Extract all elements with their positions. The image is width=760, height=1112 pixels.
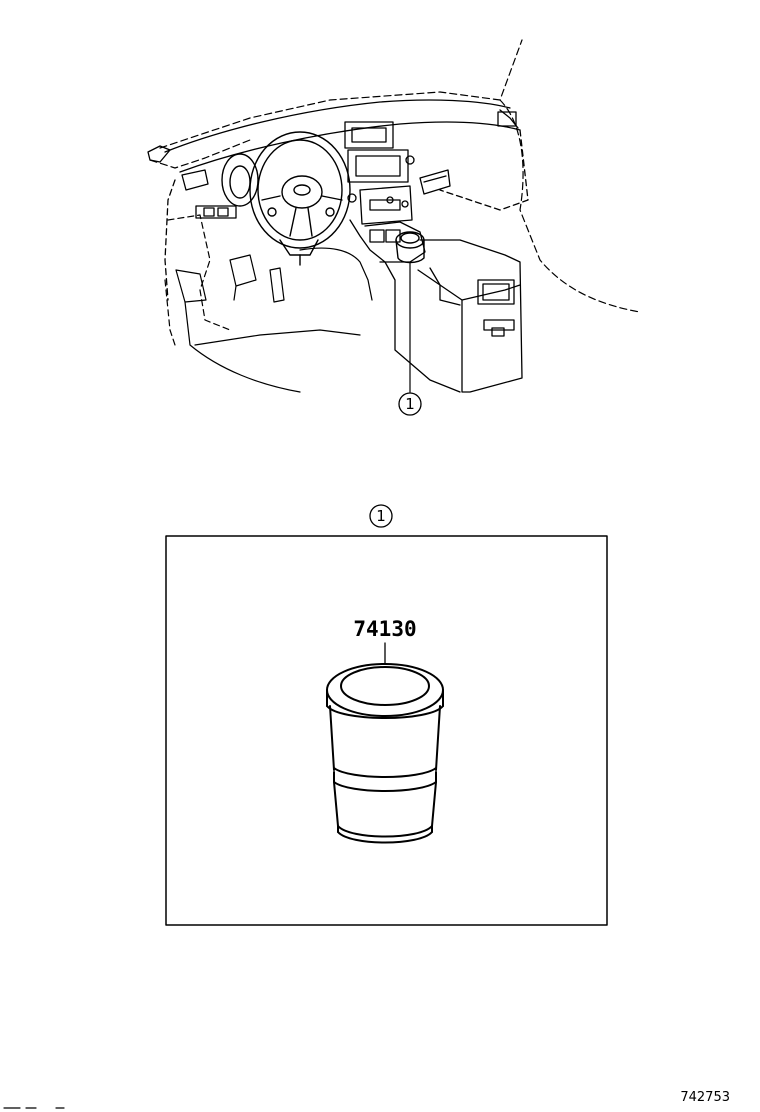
cup-holder-insert xyxy=(326,663,444,844)
overview-callout-number: 1 xyxy=(405,395,415,413)
interior-overview: 1 xyxy=(147,39,641,416)
detail-frame xyxy=(165,535,608,926)
overview-callout-circle xyxy=(398,392,422,416)
detail-panel: 1 74130 xyxy=(165,504,608,926)
steering-wheel xyxy=(221,131,351,266)
detail-callout-circle xyxy=(369,504,393,528)
dashboard xyxy=(147,99,529,301)
diagram-id: 742753 xyxy=(680,1090,730,1105)
center-console xyxy=(349,219,523,393)
part-number-label: 74130 xyxy=(353,617,416,641)
footwell xyxy=(164,214,373,393)
detail-callout-number: 1 xyxy=(376,507,386,525)
